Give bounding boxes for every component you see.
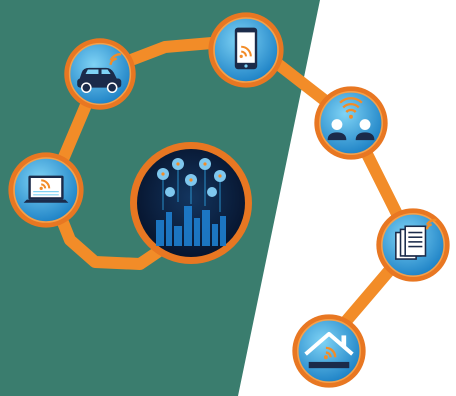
home-wifi-icon xyxy=(292,314,366,388)
people-node xyxy=(312,84,390,162)
car-icon xyxy=(64,38,136,110)
smartphone-icon xyxy=(208,12,284,88)
smart-city-hub xyxy=(128,140,254,266)
documents-node xyxy=(374,206,452,284)
car-node xyxy=(62,36,138,112)
city-network-icon xyxy=(130,142,252,264)
laptop-node xyxy=(6,150,86,230)
documents-icon xyxy=(376,208,450,282)
laptop-icon xyxy=(8,152,84,228)
home-node xyxy=(290,312,368,390)
people-wifi-icon xyxy=(314,86,388,160)
smartphone-node xyxy=(206,10,286,90)
